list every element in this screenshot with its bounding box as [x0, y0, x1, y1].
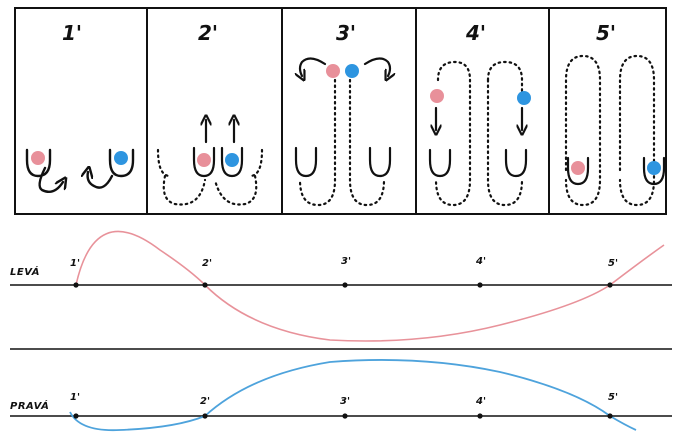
left-hand-cup [566, 156, 590, 186]
left-ball [31, 151, 45, 165]
left-hand-cup [428, 148, 452, 178]
right-timeline-label: PRAVÁ [10, 399, 49, 412]
right-hand-cup [368, 146, 392, 178]
left-throw-arrow [300, 57, 327, 76]
left-hand-cup [294, 146, 318, 178]
tick-dot [202, 413, 208, 419]
tick-dot [73, 413, 79, 419]
panel-3-label: 3' [336, 21, 356, 45]
dotted-hand-ghost [156, 148, 172, 178]
left-tick-3: 3' [341, 256, 351, 267]
left-tick-4: 4' [475, 256, 486, 267]
left-ball [197, 153, 211, 167]
left-ball [571, 161, 585, 175]
left-tick-5: 5' [608, 258, 618, 269]
right-hand-cup [108, 148, 135, 178]
right-tick-1: 1' [70, 392, 80, 403]
right-tick-4: 4' [475, 396, 486, 407]
dotted-loop-right-top [486, 60, 524, 97]
panel-2 [156, 120, 264, 206]
tick-dot [342, 413, 348, 419]
dotted-path [162, 174, 207, 206]
left-timeline-label: LEVÁ [10, 265, 40, 278]
tick-dot [342, 282, 348, 288]
right-ball [647, 161, 661, 175]
right-hand-cup [220, 146, 244, 178]
panel-4 [428, 60, 531, 207]
dotted-loop-right [486, 78, 524, 207]
tick-dot [607, 282, 613, 288]
left-hand-cup [192, 146, 216, 178]
dotted-path-left [298, 78, 337, 207]
panel-frames [14, 7, 667, 215]
dotted-loop-left [434, 60, 472, 207]
left-tick-1: 1' [70, 258, 80, 269]
left-curve-arrow [38, 166, 63, 193]
dotted-loop-left [564, 54, 602, 207]
tick-dot [202, 282, 208, 288]
timeline-right: PRAVÁ 1' 2' 3' 4' 5' [10, 359, 672, 432]
right-tick-5: 5' [608, 392, 618, 403]
panel-1 [25, 148, 135, 193]
left-tick-dots [73, 282, 613, 288]
panels-border [14, 7, 667, 215]
panel-3 [294, 57, 392, 207]
dotted-path-right [348, 78, 386, 207]
dotted-hand-ghost [248, 148, 264, 178]
tick-dot [607, 413, 613, 419]
panel-2-label: 2' [198, 21, 218, 45]
right-tick-2: 2' [200, 396, 210, 407]
right-ball [114, 151, 128, 165]
panel-1-label: 1' [62, 21, 82, 45]
tick-dot [477, 413, 483, 419]
timeline-left: LEVÁ 1' 2' 3' 4' 5' [10, 230, 672, 342]
panel-5 [564, 54, 666, 207]
right-curve-arrow [88, 172, 114, 189]
right-ball [517, 91, 531, 105]
right-tick-3: 3' [340, 396, 350, 407]
left-hand-cup [25, 148, 52, 178]
right-tick-dots [73, 413, 613, 419]
right-ball [345, 64, 359, 78]
panel-5-label: 5' [596, 21, 616, 45]
right-hand-cup [642, 156, 666, 186]
dotted-path [213, 174, 258, 206]
panel-4-label: 4' [465, 21, 486, 45]
left-tick-2: 2' [202, 258, 212, 269]
left-hand-curve [75, 230, 665, 342]
left-ball [326, 64, 340, 78]
tick-dot [477, 282, 483, 288]
left-ball [430, 89, 444, 103]
dotted-loop-right [618, 54, 656, 207]
tick-dot [73, 282, 79, 288]
right-hand-cup [504, 148, 528, 178]
right-hand-curve [69, 359, 637, 432]
right-ball [225, 153, 239, 167]
right-throw-arrow [363, 57, 390, 76]
